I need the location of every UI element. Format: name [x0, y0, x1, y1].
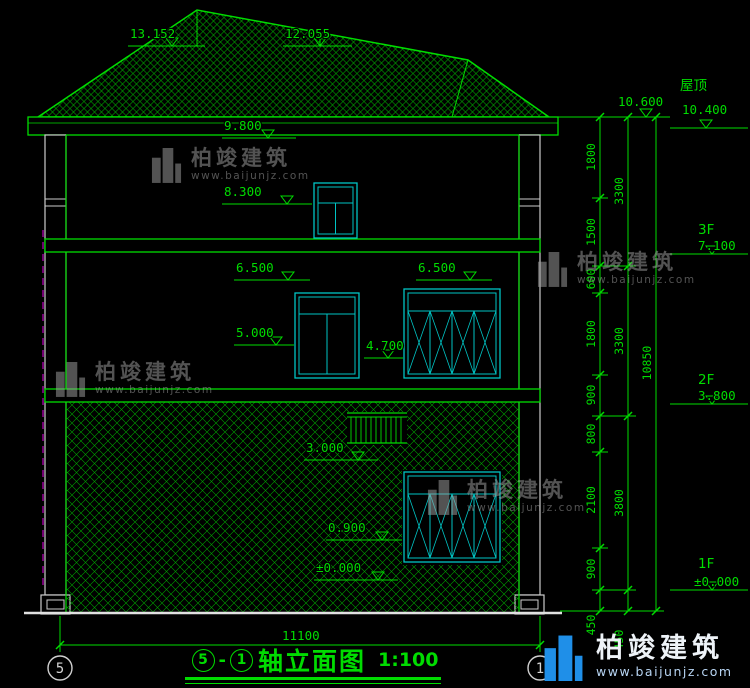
dim-3300-b: 3300: [612, 327, 626, 355]
dim-1500: 1500: [584, 218, 598, 246]
level-4700: 4.700: [366, 338, 404, 353]
level-7100: 7.100: [698, 238, 736, 253]
level-10600: 10.600: [618, 94, 663, 109]
level-ridge: 13.152: [130, 26, 175, 41]
footer-url: www.baijunjz.com: [596, 663, 733, 679]
footer-brand: 柏竣建筑: [596, 633, 724, 665]
baijun-logo-icon-blue: [544, 635, 583, 681]
floor-slabs: [44, 238, 541, 403]
level-0900: 0.900: [328, 520, 366, 535]
dim-800: 800: [584, 424, 598, 445]
axis-number-left: 5: [56, 661, 64, 677]
dim-900-a: 900: [584, 385, 598, 406]
level-6500-b: 6.500: [418, 260, 456, 275]
level-marks-left: [128, 11, 492, 581]
roof: [27, 9, 559, 136]
dim-total-width: 11100: [282, 628, 320, 643]
level-3800: 3.800: [698, 388, 736, 403]
level-marks-right: [558, 108, 748, 591]
dimension-chains-right: [560, 112, 664, 616]
dim-2100: 2100: [584, 486, 598, 514]
window-2f-right: [403, 288, 501, 379]
title-underline: [185, 677, 441, 680]
casement-x-marks: [407, 310, 497, 375]
window-2f-left: [294, 292, 360, 379]
title-underline-thin: [185, 683, 441, 684]
title-separator: -: [218, 649, 226, 671]
title-axis-start: 5: [191, 648, 215, 672]
dim-900-b: 900: [584, 559, 598, 580]
level-zero: ±0.000: [316, 560, 361, 575]
level-8300: 8.300: [224, 184, 262, 199]
level-3000: 3.000: [306, 440, 344, 455]
dim-3800: 3800: [612, 489, 626, 517]
axis-bubble-left: [47, 655, 73, 681]
level-10400: 10.400: [682, 102, 727, 117]
title-name: 轴立面图: [257, 647, 366, 676]
drawing-title: 5 - 1 轴立面图 1:100: [168, 645, 462, 676]
dim-total-height: 10850: [640, 346, 654, 381]
level-eave: 9.800: [224, 118, 262, 133]
roof-label: 屋顶: [680, 78, 707, 94]
footer-logo: 柏竣建筑 www.baijunjz.com: [541, 633, 733, 681]
floor-3f-label: 3F: [698, 222, 714, 238]
level-roof-mid: 12.055: [285, 26, 330, 41]
title-axis-end: 1: [229, 648, 253, 672]
title-scale: 1:100: [378, 649, 439, 671]
dim-3300-a: 3300: [612, 177, 626, 205]
level-zero-right: ±0.000: [694, 574, 739, 589]
dim-450-outer: 450: [612, 630, 626, 651]
window-3f: [313, 182, 358, 239]
balcony-railing: [347, 412, 407, 444]
dim-1800-a: 1800: [584, 143, 598, 171]
floor-1f-label: 1F: [698, 556, 714, 572]
axis-number-right: 1: [536, 661, 544, 677]
floor-2f-label: 2F: [698, 372, 714, 388]
level-5000: 5.000: [236, 325, 274, 340]
dim-1800-b: 1800: [584, 320, 598, 348]
dim-450-inner: 450: [584, 615, 598, 636]
level-6500-a: 6.500: [236, 260, 274, 275]
dimension-bottom: [55, 616, 545, 652]
window-1f: [403, 471, 501, 563]
dim-600: 600: [584, 269, 598, 290]
